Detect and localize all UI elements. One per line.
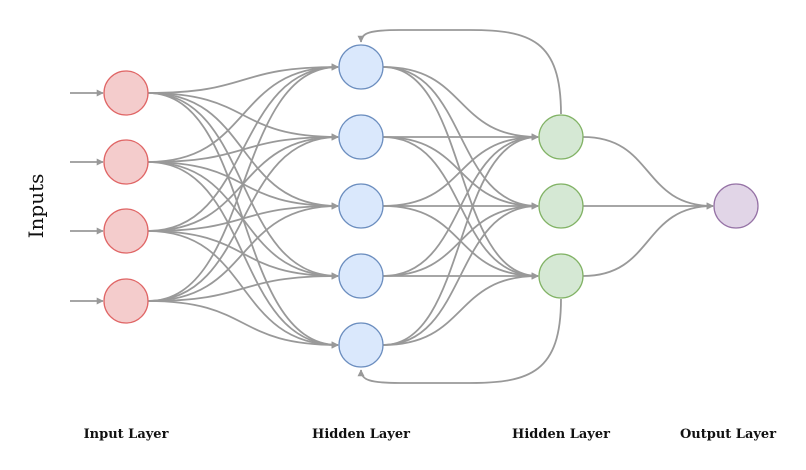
hidden1-hidden2-edge: [382, 133, 539, 277]
input-hidden1-edge: [147, 63, 339, 163]
hidden2-output-edge: [582, 136, 714, 210]
hidden2-node: [538, 114, 584, 160]
hidden1-node: [338, 114, 384, 160]
input-hidden1-edge: [147, 272, 339, 302]
hidden1-hidden2-edge: [382, 66, 539, 141]
hidden1-node: [338, 253, 384, 299]
hidden2-node: [538, 183, 584, 229]
input-hidden1-edge: [147, 133, 339, 302]
output-layer-label: Output Layer: [679, 427, 777, 442]
hidden1-hidden2-edge: [382, 202, 539, 346]
hidden1-node: [338, 322, 384, 368]
input-node: [103, 139, 149, 185]
hidden-layer-2-label: Hidden Layer: [512, 427, 610, 442]
feedback-edge-bottom: [357, 298, 562, 384]
input-hidden1-edge: [147, 63, 339, 94]
hidden2-output-edge: [582, 202, 714, 277]
feedback-edge-top: [357, 29, 562, 115]
hidden1-hidden2-edge: [382, 272, 539, 346]
hidden1-hidden2-edge: [382, 133, 539, 207]
hidden1-node: [338, 183, 384, 229]
hidden2-node: [538, 253, 584, 299]
inputs-label: Inputs: [24, 173, 48, 239]
input-node: [103, 208, 149, 254]
input-hidden1-edge: [147, 63, 339, 232]
hidden-layer-1-label: Hidden Layer: [312, 427, 410, 442]
hidden1-node: [338, 44, 384, 90]
input-node: [103, 278, 149, 324]
input-hidden1-edge: [147, 63, 339, 302]
input-hidden1-edge: [147, 202, 339, 302]
input-layer-label: Input Layer: [83, 427, 169, 442]
input-hidden1-edge: [147, 300, 339, 349]
output-node: [713, 183, 759, 229]
hidden1-hidden2-edge: [382, 133, 539, 346]
input-node: [103, 70, 149, 116]
